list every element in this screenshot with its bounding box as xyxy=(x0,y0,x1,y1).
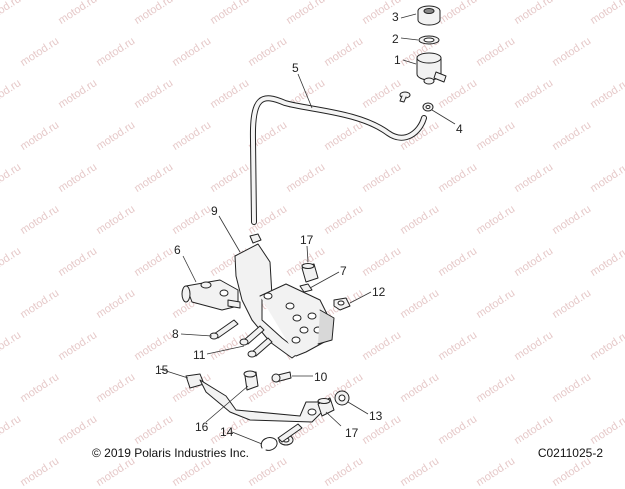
part-hose xyxy=(249,95,427,225)
callout-13: 13 xyxy=(369,409,383,423)
part-sleeve-upper xyxy=(301,263,319,283)
callout-11: 11 xyxy=(193,348,206,362)
callout-15: 15 xyxy=(155,363,169,377)
part-cap xyxy=(417,5,441,26)
parts-diagram: 3 2 1 4 5 6 9 17 7 12 8 11 10 15 13 16 1… xyxy=(155,5,463,451)
part-seal-ring xyxy=(418,35,440,45)
part-nut xyxy=(299,283,313,293)
callout-3: 3 xyxy=(392,10,399,24)
leader-lines xyxy=(159,13,456,445)
callout-8: 8 xyxy=(172,327,179,341)
part-bolt-10 xyxy=(271,371,292,383)
callout-10: 10 xyxy=(314,370,328,384)
part-bolts-11 xyxy=(239,325,273,358)
callout-9: 9 xyxy=(211,204,218,218)
callout-12: 12 xyxy=(372,285,386,299)
callout-14: 14 xyxy=(220,425,234,439)
callout-16: 16 xyxy=(195,420,209,434)
callout-5: 5 xyxy=(292,61,299,75)
part-bolt-8 xyxy=(209,319,239,340)
callout-6: 6 xyxy=(174,243,181,257)
part-bracket xyxy=(234,243,335,359)
copyright-text: © 2019 Polaris Industries Inc. xyxy=(92,446,249,460)
callout-4: 4 xyxy=(456,122,463,136)
diagram-code: C0211025-2 xyxy=(537,446,603,460)
part-bushing xyxy=(334,390,350,406)
callout-17-upper: 17 xyxy=(300,233,314,247)
part-spring-clip xyxy=(260,423,303,451)
callout-17-lower: 17 xyxy=(345,426,359,440)
part-shoulder-bolt xyxy=(243,370,259,391)
callout-7: 7 xyxy=(340,264,347,278)
part-hose-clamp-bottom xyxy=(249,233,262,244)
part-sleeve-lower xyxy=(317,397,335,417)
part-hose-clamp-top xyxy=(422,102,434,112)
callout-1: 1 xyxy=(394,53,401,67)
part-reservoir-screw xyxy=(399,91,411,103)
part-reservoir xyxy=(416,52,447,85)
part-master-cylinder xyxy=(181,279,241,311)
callout-2: 2 xyxy=(392,32,399,46)
part-flange-nut xyxy=(333,297,351,311)
callout-numbers: 3 2 1 4 5 6 9 17 7 12 8 11 10 15 13 16 1… xyxy=(155,10,463,440)
